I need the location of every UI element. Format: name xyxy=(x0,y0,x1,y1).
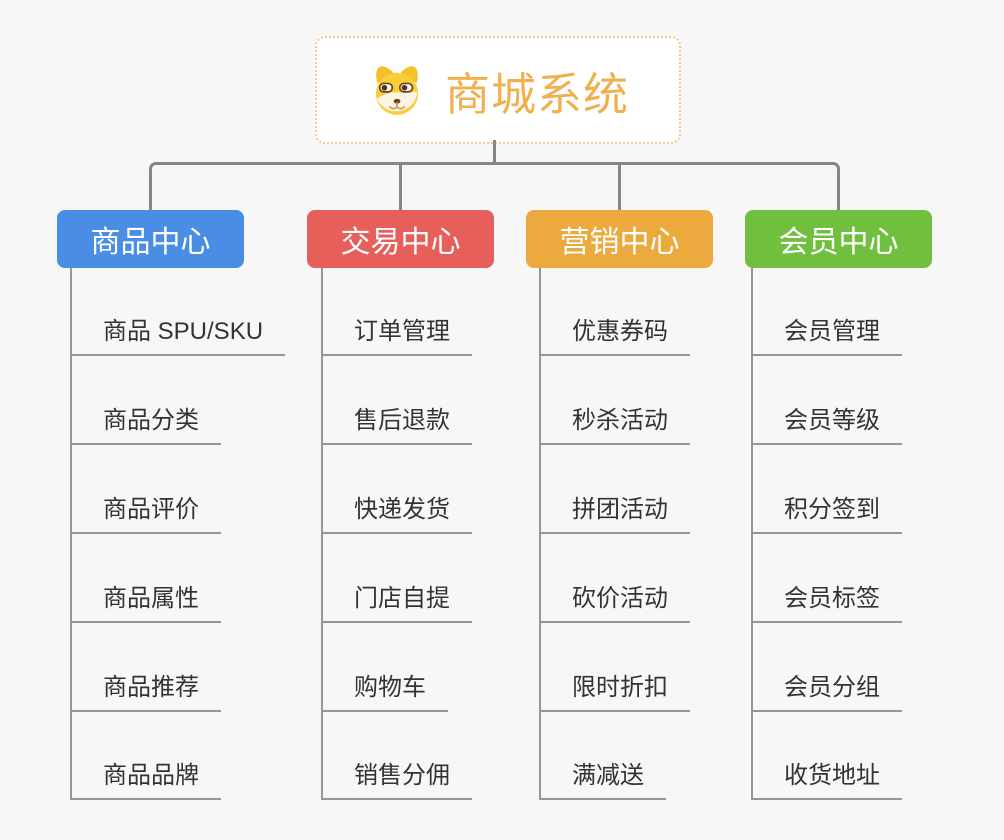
leaf-node[interactable]: 会员分组 xyxy=(751,672,902,712)
leaf-node[interactable]: 快递发货 xyxy=(321,494,472,534)
leaf-node[interactable]: 砍价活动 xyxy=(539,583,690,623)
connector-trunk-marketing xyxy=(539,268,541,800)
leaf-node[interactable]: 会员管理 xyxy=(751,316,902,356)
root-node[interactable]: 商城系统 xyxy=(315,36,681,144)
leaf-node[interactable]: 商品属性 xyxy=(70,583,221,623)
branch-node-product-center[interactable]: 商品中心 xyxy=(57,210,244,268)
connector-root-stem xyxy=(493,140,496,165)
leaf-node[interactable]: 秒杀活动 xyxy=(539,405,690,445)
connector-elbow-right xyxy=(493,162,840,213)
leaf-node[interactable]: 门店自提 xyxy=(321,583,472,623)
leaf-node[interactable]: 商品评价 xyxy=(70,494,221,534)
leaf-node[interactable]: 购物车 xyxy=(321,672,448,712)
connector-trunk-member xyxy=(751,268,753,800)
leaf-node[interactable]: 拼团活动 xyxy=(539,494,690,534)
branch-node-marketing-center[interactable]: 营销中心 xyxy=(526,210,713,268)
leaf-node[interactable]: 限时折扣 xyxy=(539,672,690,712)
leaf-node[interactable]: 商品品牌 xyxy=(70,760,221,800)
leaf-node[interactable]: 售后退款 xyxy=(321,405,472,445)
leaf-node[interactable]: 会员等级 xyxy=(751,405,902,445)
connector-drop-marketing xyxy=(618,163,621,210)
branch-node-trade-center[interactable]: 交易中心 xyxy=(307,210,494,268)
leaf-node[interactable]: 满减送 xyxy=(539,760,666,800)
leaf-node[interactable]: 优惠券码 xyxy=(539,316,690,356)
leaf-node[interactable]: 销售分佣 xyxy=(321,760,472,800)
connector-trunk-trade xyxy=(321,268,323,800)
connector-trunk-product xyxy=(70,268,72,800)
root-title: 商城系统 xyxy=(444,68,629,120)
branch-node-member-center[interactable]: 会员中心 xyxy=(745,210,932,268)
connector-elbow-left xyxy=(149,162,496,213)
connector-drop-trade xyxy=(399,163,402,210)
leaf-node[interactable]: 商品 SPU/SKU xyxy=(70,316,286,356)
leaf-node[interactable]: 商品推荐 xyxy=(70,672,221,712)
leaf-node[interactable]: 订单管理 xyxy=(321,316,472,356)
leaf-node[interactable]: 积分签到 xyxy=(751,494,902,534)
leaf-node[interactable]: 商品分类 xyxy=(70,405,221,445)
dog-face-icon xyxy=(375,66,419,115)
leaf-node[interactable]: 会员标签 xyxy=(751,583,902,623)
leaf-node[interactable]: 收货地址 xyxy=(751,760,902,800)
